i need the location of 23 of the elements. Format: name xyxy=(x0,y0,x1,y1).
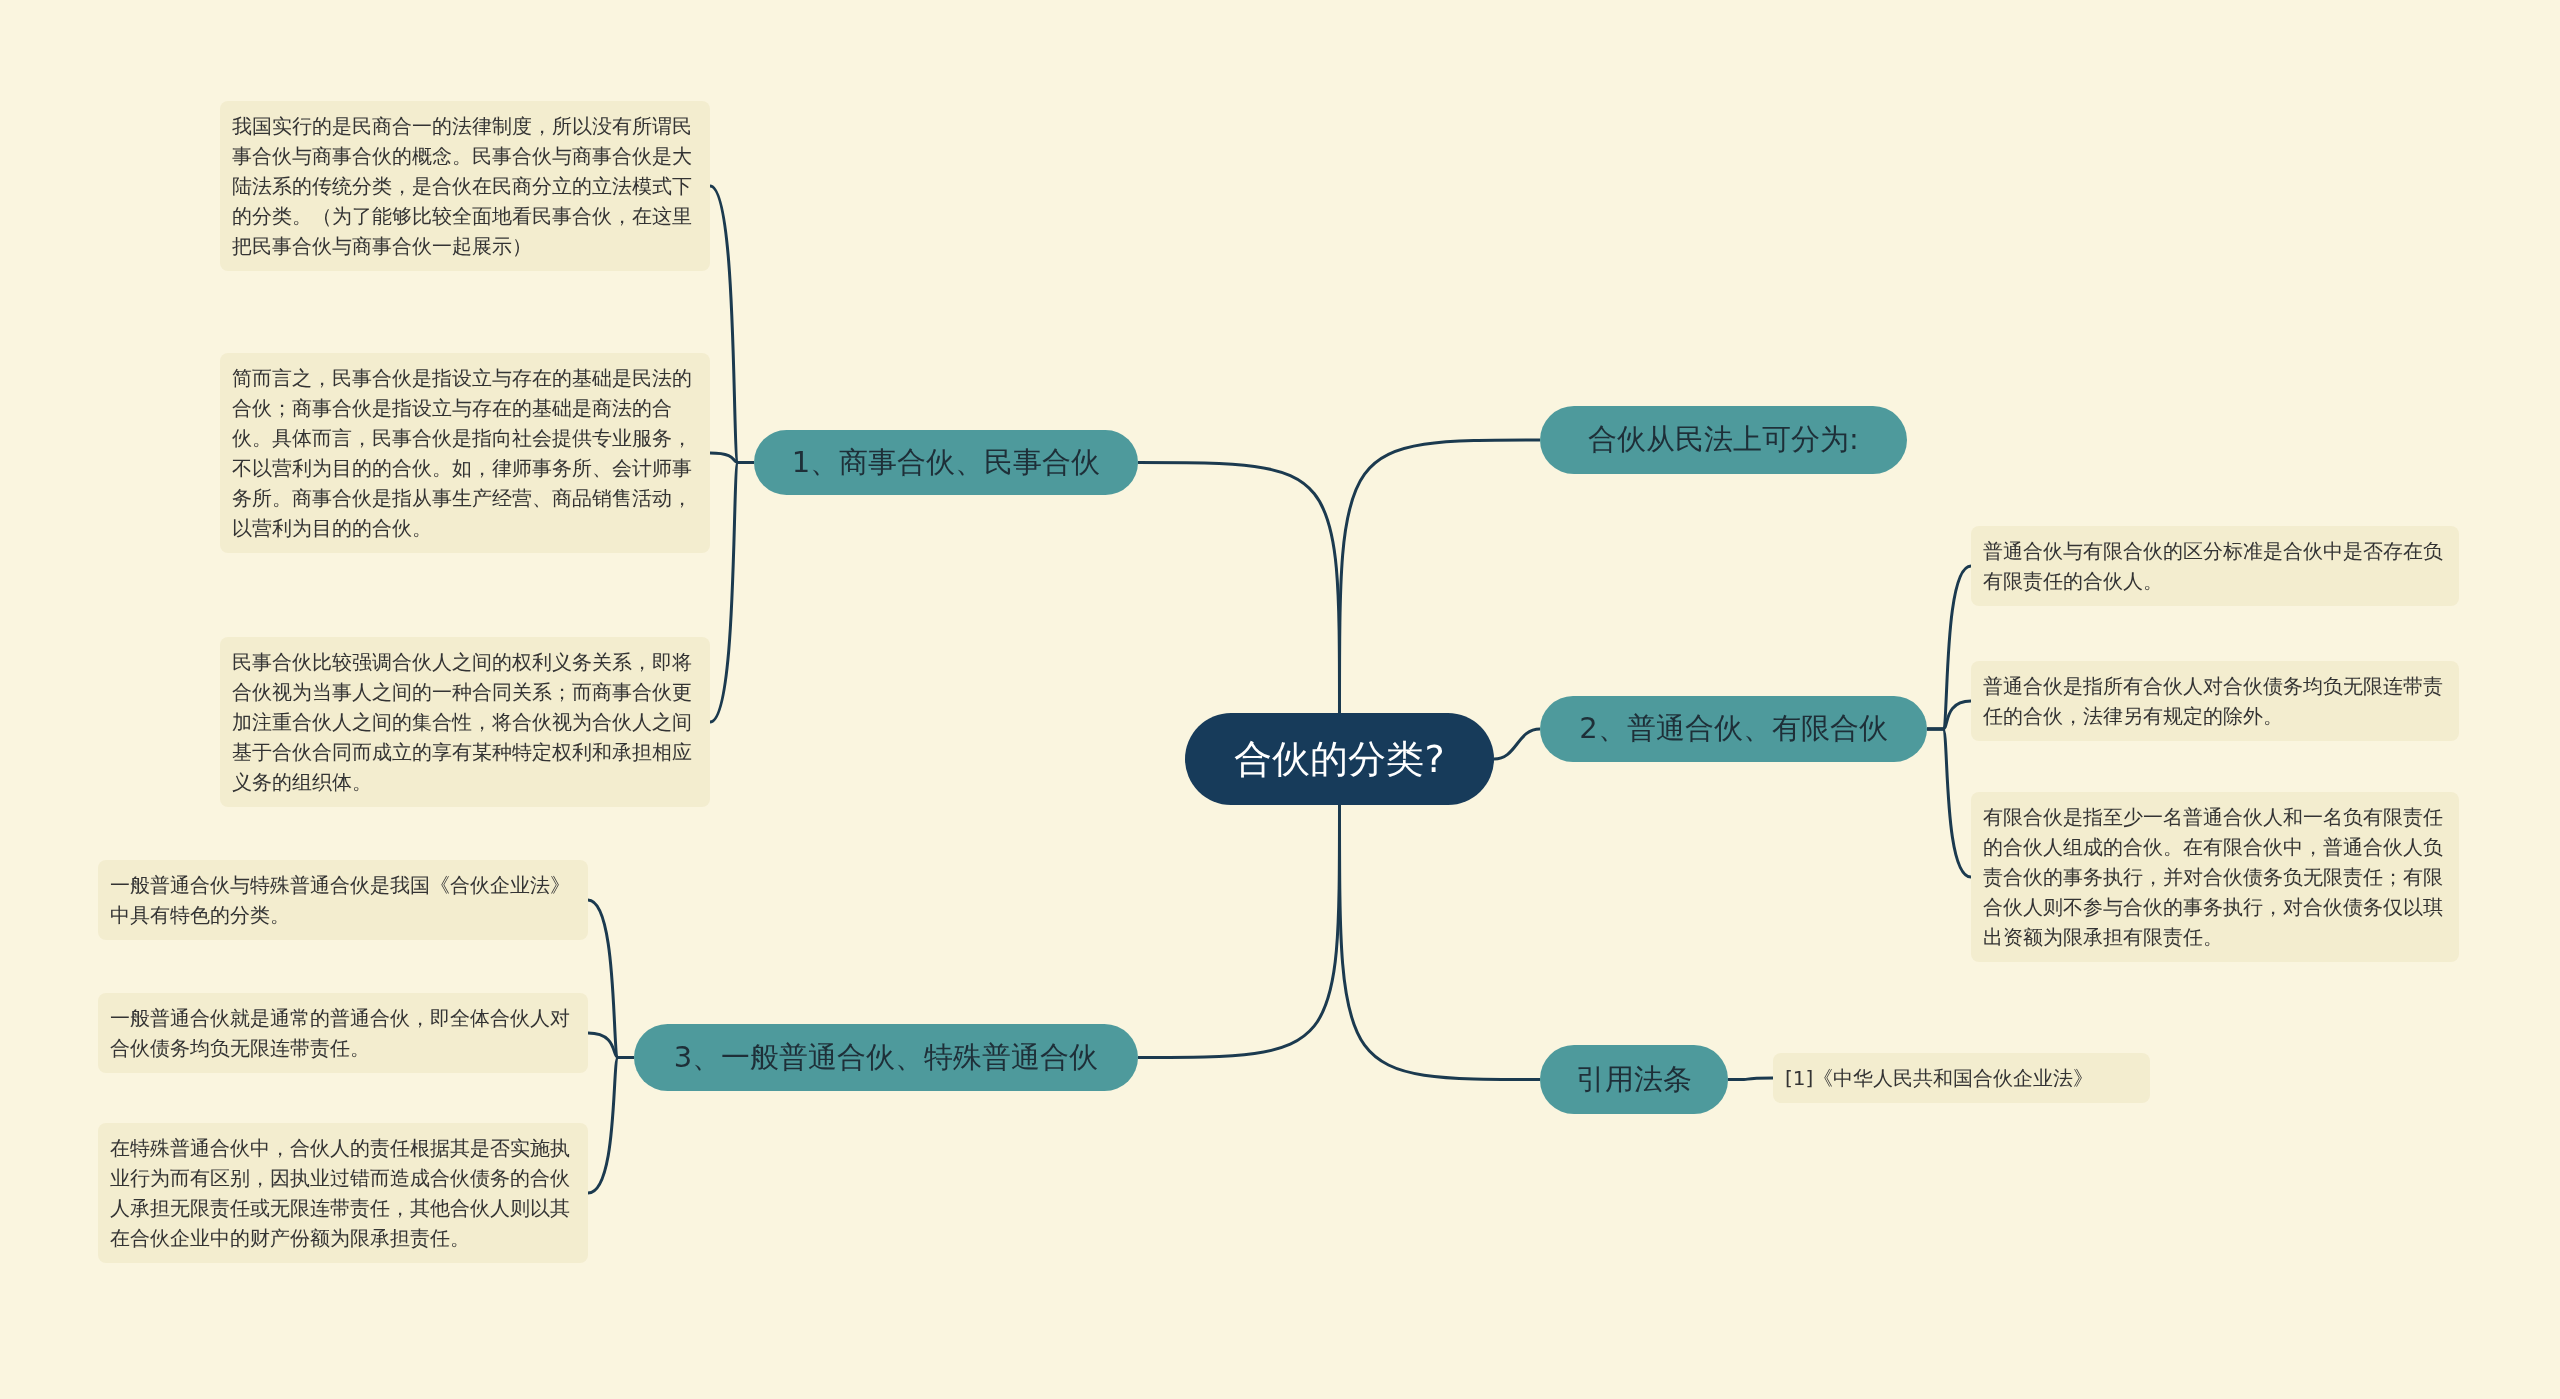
branch-topic: 3、一般普通合伙、特殊普通合伙 xyxy=(634,1024,1138,1091)
note-box: 简而言之，民事合伙是指设立与存在的基础是民法的合伙；商事合伙是指设立与存在的基础是商法的合伙。具体而言，民事合伙是指向社会提供专业服务，不以营利为目的的合伙。如，律师事务所、会计师事务所。商事合伙是指从事生产经营、商品销售活动，以营利为目的的合伙。 xyxy=(220,353,710,553)
note-box: [1]《中华人民共和国合伙企业法》 xyxy=(1773,1053,2150,1103)
note-box: 一般普通合伙与特殊普通合伙是我国《合伙企业法》中具有特色的分类。 xyxy=(98,860,588,940)
connector-line xyxy=(1338,438,1540,713)
connector-line xyxy=(1338,805,1540,1081)
branch-topic: 1、商事合伙、民事合伙 xyxy=(754,430,1138,495)
note-box: 民事合伙比较强调合伙人之间的权利义务关系，即将合伙视为当事人之间的一种合同关系；而商事合伙更加注重合伙人之间的集合性，将合伙视为合伙人之间基于合伙合同而成立的享有某种特定权利和承担相应义务的组织体。 xyxy=(220,637,710,807)
connector-line xyxy=(709,461,754,724)
note-box: 我国实行的是民商合一的法律制度，所以没有所谓民事合伙与商事合伙的概念。民事合伙与商事合伙是大陆法系的传统分类，是合伙在民商分立的立法模式下的分类。（为了能够比较全面地看民事合伙，在这里把民事合伙与商事合伙一起展示） xyxy=(220,101,710,271)
connector-line xyxy=(1728,1076,1773,1081)
note-box: 在特殊普通合伙中，合伙人的责任根据其是否实施执业行为而有区别，因执业过错而造成合伙债务的合伙人承担无限责任或无限连带责任，其他合伙人则以其在合伙企业中的财产份额为限承担责任。 xyxy=(98,1123,588,1263)
connector-line xyxy=(1927,727,1972,879)
branch-topic: 2、普通合伙、有限合伙 xyxy=(1540,696,1927,762)
branch-topic: 引用法条 xyxy=(1540,1045,1728,1114)
branch-topic: 合伙从民法上可分为: xyxy=(1540,406,1907,474)
central-topic: 合伙的分类? xyxy=(1185,713,1494,805)
note-box: 有限合伙是指至少一名普通合伙人和一名负有限责任的合伙人组成的合伙。在有限合伙中，普通合伙人负责合伙的事务执行，并对合伙债务负无限责任；有限合伙人则不参与合伙的事务执行，对合伙债务仅以琪出资额为限承担有限责任。 xyxy=(1971,792,2459,962)
connector-line xyxy=(587,1056,634,1195)
connector-line xyxy=(1493,727,1541,761)
note-box: 普通合伙是指所有合伙人对合伙债务均负无限连带责任的合伙，法律另有规定的除外。 xyxy=(1971,661,2459,741)
note-box: 普通合伙与有限合伙的区分标准是合伙中是否存在负有限责任的合伙人。 xyxy=(1971,526,2459,606)
note-box: 一般普通合伙就是通常的普通合伙，即全体合伙人对合伙债务均负无限连带责任。 xyxy=(98,993,588,1073)
